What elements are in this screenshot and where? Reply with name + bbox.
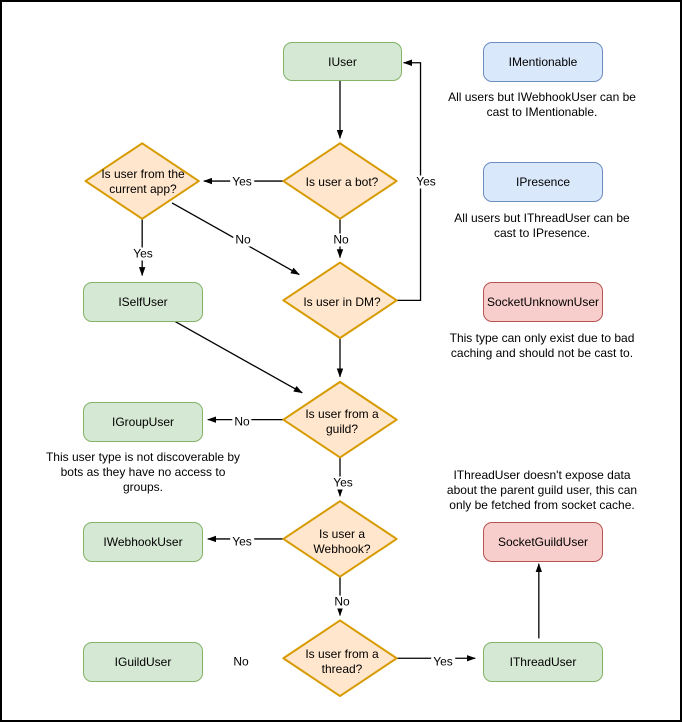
connector-selfuser-to-guild [170, 318, 303, 394]
note-imentionable: All users but IWebhookUser can be cast t… [448, 90, 636, 119]
edge-label-dm-to-iuser: Yes [414, 174, 438, 189]
note-ipresence: All users but IThreadUser can be cast to… [454, 211, 630, 240]
decision-currentapp-label: Is user from the current app? [101, 167, 185, 196]
note-igroupuser: This user type is not discoverable by bo… [45, 450, 241, 494]
decision-dm-label: Is user in DM? [303, 294, 381, 309]
node-iselfuser: ISelfUser [83, 282, 203, 322]
decision-guild-label: Is user from a guild? [305, 407, 379, 436]
node-igroupuser: IGroupUser [83, 402, 203, 442]
edge-label-thread-to-guilduser: No [231, 654, 251, 669]
edge-label-webhook-to-thread: No [332, 594, 352, 609]
decision-dm-diamond [282, 261, 398, 340]
edge-label-thread-to-threaduser: Yes [431, 654, 455, 669]
node-ithreaduser: IThreadUser [483, 642, 603, 682]
node-iguilduser: IGuildUser [83, 642, 203, 682]
node-socketunknownuser: SocketUnknownUser [483, 282, 603, 322]
decision-bot-label: Is user a bot? [305, 174, 379, 189]
edge-label-currentapp-to-dm: No [233, 232, 253, 247]
note-socketunknownuser: This type can only exist due to bad cach… [449, 331, 635, 360]
node-iuser: IUser [283, 42, 402, 81]
node-iwebhookuser: IWebhookUser [83, 522, 203, 562]
decision-currentapp-diamond [84, 142, 200, 220]
edge-label-bot-to-currentapp: Yes [230, 174, 254, 189]
decision-webhook-diamond [282, 500, 398, 578]
note-ithreaduser: IThreadUser doesn't expose data about th… [446, 468, 638, 512]
decision-thread-diamond [282, 619, 398, 698]
edge-label-guild-to-webhook: Yes [331, 475, 355, 490]
decision-guild-diamond [282, 380, 398, 459]
edge-label-currentapp-to-selfuser: Yes [131, 246, 155, 261]
decision-webhook-label: Is user a Webhook? [313, 527, 371, 556]
edge-label-bot-to-dm: No [331, 232, 351, 247]
decision-thread-label: Is user from a thread? [305, 647, 379, 676]
edge-label-webhook-to-webhookuser: Yes [230, 534, 254, 549]
node-ipresence: IPresence [483, 162, 603, 202]
node-imentionable: IMentionable [483, 42, 603, 82]
edge-label-guild-to-groupuser: No [232, 414, 252, 429]
node-socketguilduser: SocketGuildUser [483, 522, 603, 562]
decision-bot-diamond [282, 142, 398, 220]
